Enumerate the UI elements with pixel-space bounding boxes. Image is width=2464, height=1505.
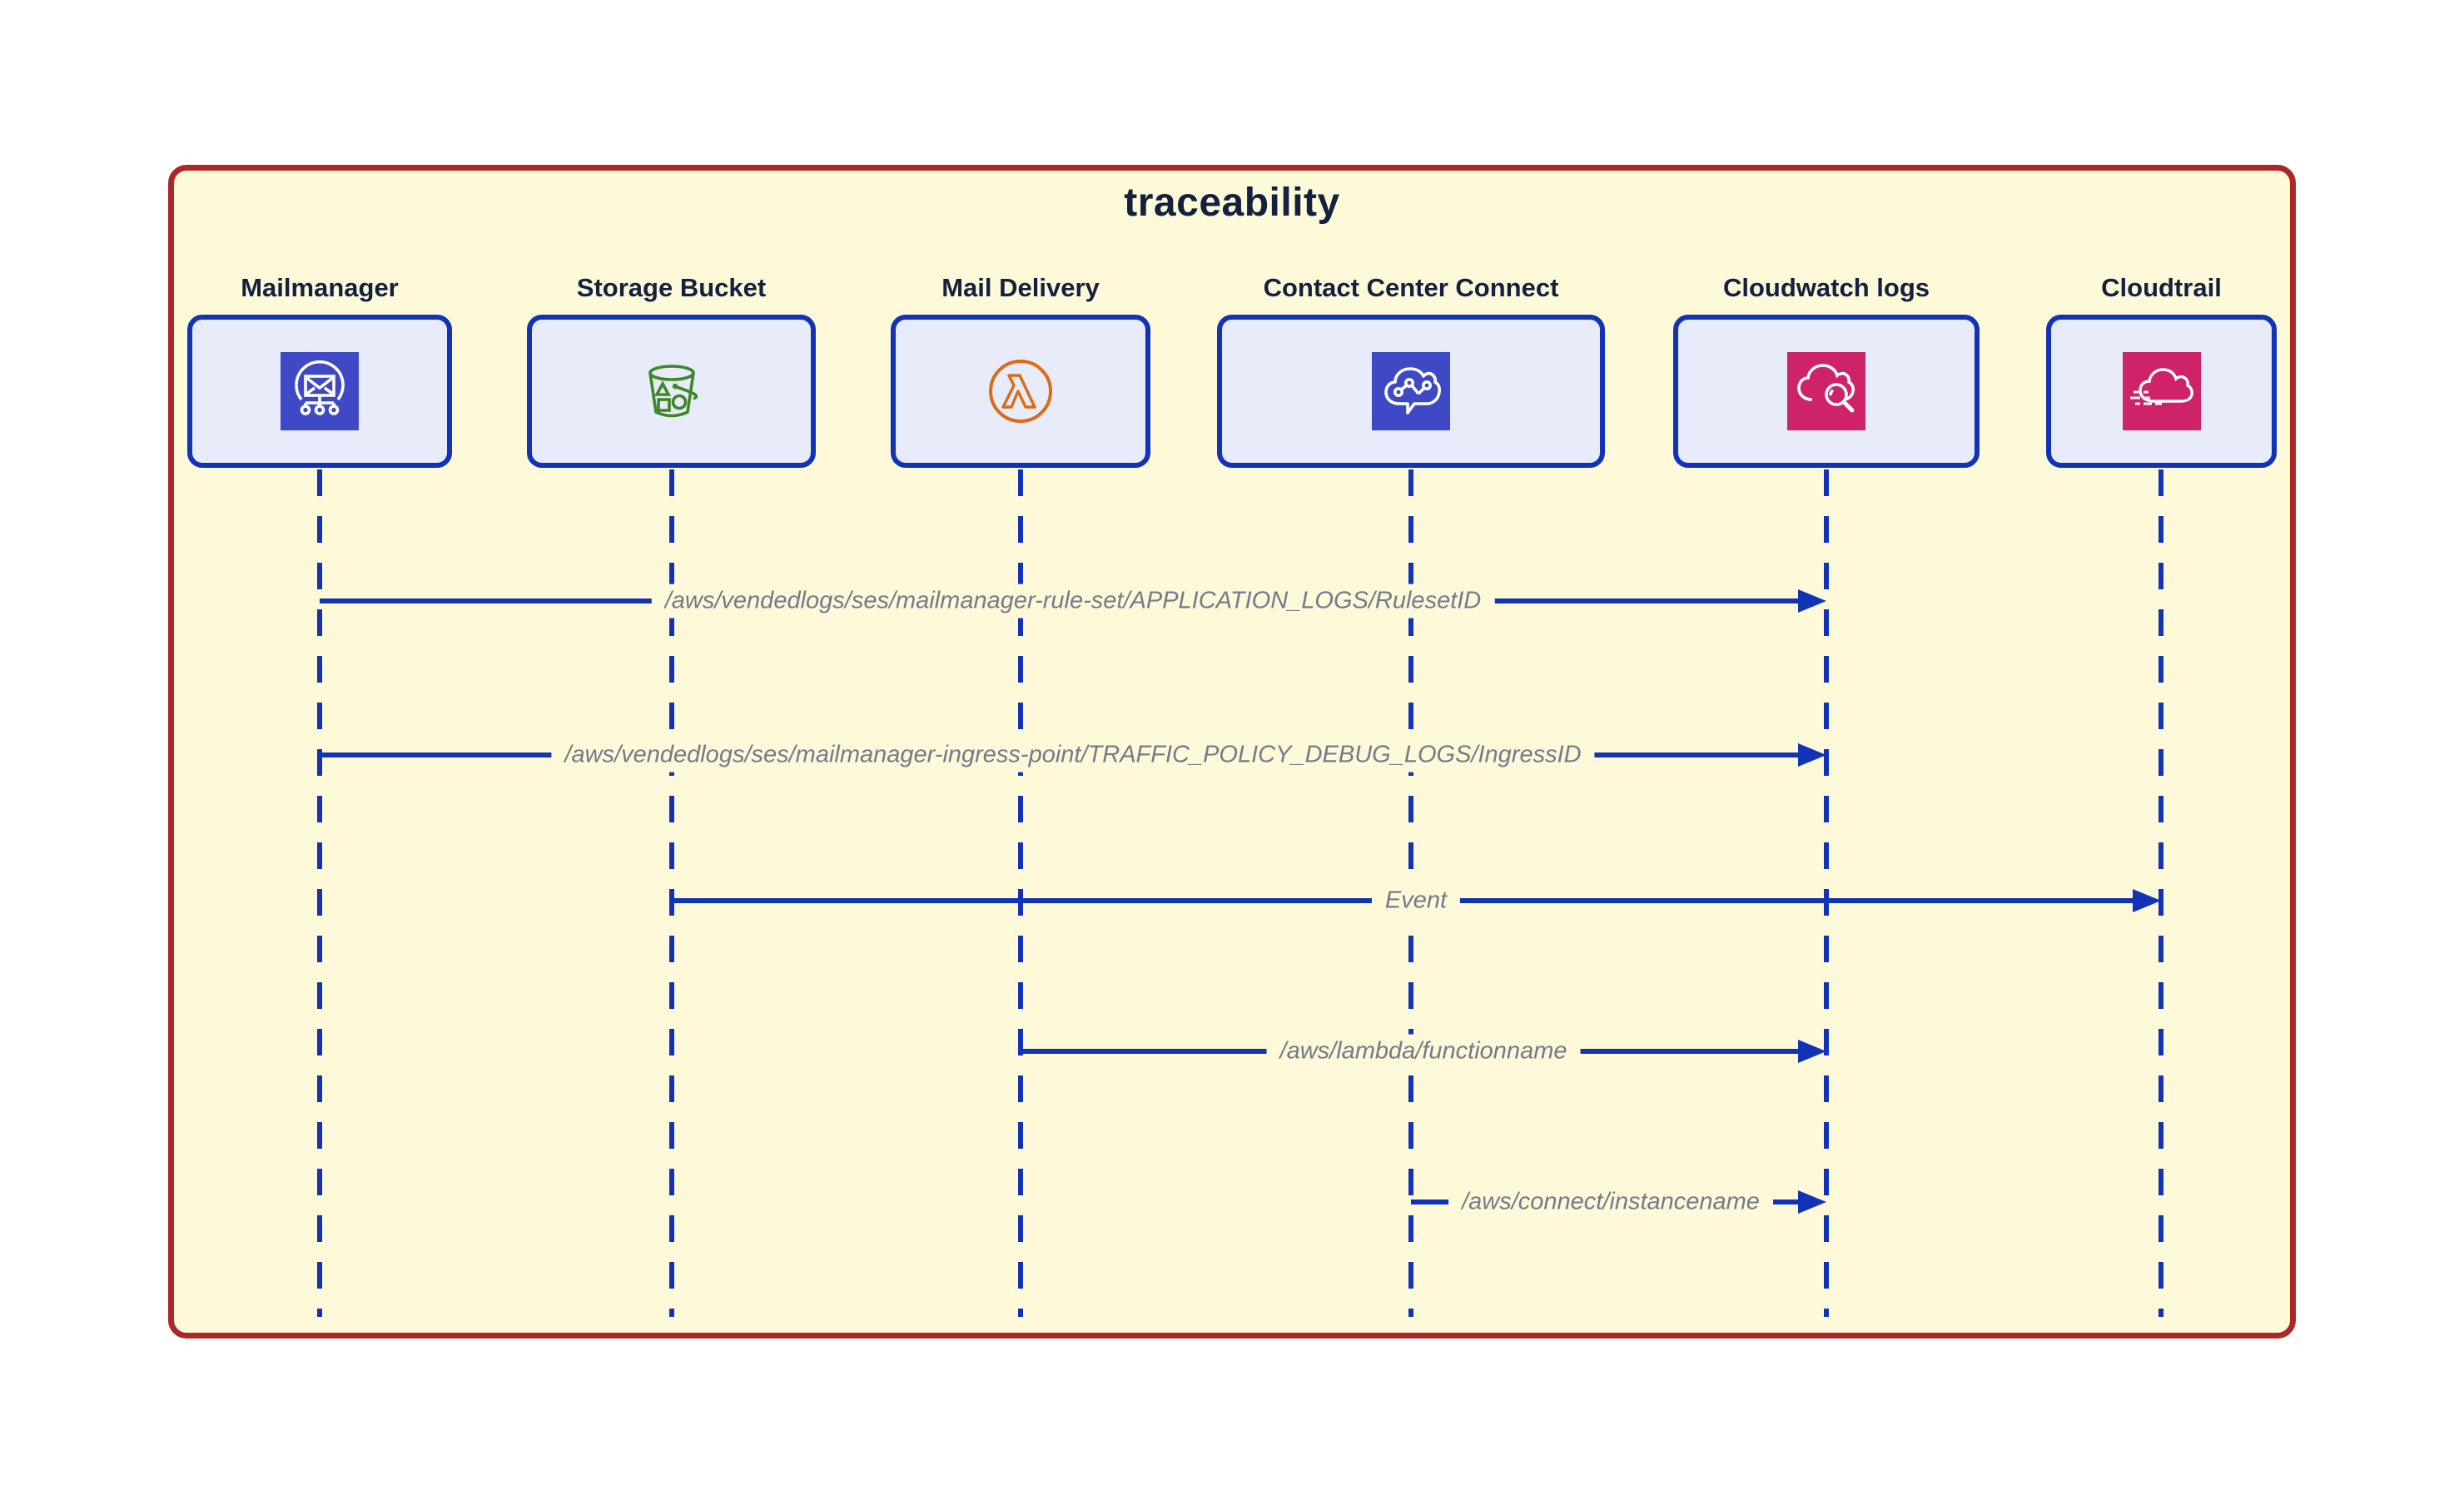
connect-icon: [1372, 352, 1450, 430]
participant-box-contact-center: [1217, 315, 1605, 468]
cloudtrail-icon: [2122, 352, 2201, 430]
message-label-ruleset-log: /aws/vendedlogs/ses/mailmanager-rule-set…: [651, 584, 1495, 618]
storage-bucket-icon: [648, 365, 698, 418]
participant-box-mailmanager: [187, 315, 452, 468]
participant-box-mail-delivery: [891, 315, 1150, 468]
diagram-title: traceability: [1124, 181, 1340, 225]
participant-label-storage-bucket: Storage Bucket: [576, 273, 767, 302]
lambda-icon: [989, 360, 1052, 423]
participant-label-contact-center: Contact Center Connect: [1263, 273, 1559, 302]
message-label-lambda-log: /aws/lambda/functionname: [1266, 1034, 1581, 1069]
participant-box-storage-bucket: [527, 315, 816, 468]
participant-label-cloudtrail: Cloudtrail: [2101, 273, 2222, 302]
participant-label-cloudwatch: Cloudwatch logs: [1723, 273, 1930, 302]
participant-box-cloudwatch: [1673, 315, 1980, 468]
participant-label-mail-delivery: Mail Delivery: [941, 273, 1100, 302]
message-label-ingress-log: /aws/vendedlogs/ses/mailmanager-ingress-…: [551, 738, 1595, 772]
participant-label-mailmanager: Mailmanager: [241, 273, 399, 302]
cloudwatch-logs-icon: [1787, 352, 1865, 430]
message-label-connect-log: /aws/connect/instancename: [1448, 1185, 1773, 1219]
mail-manager-icon: [281, 352, 359, 430]
message-label-event: Event: [1371, 883, 1461, 918]
participant-box-cloudtrail: [2046, 315, 2277, 468]
